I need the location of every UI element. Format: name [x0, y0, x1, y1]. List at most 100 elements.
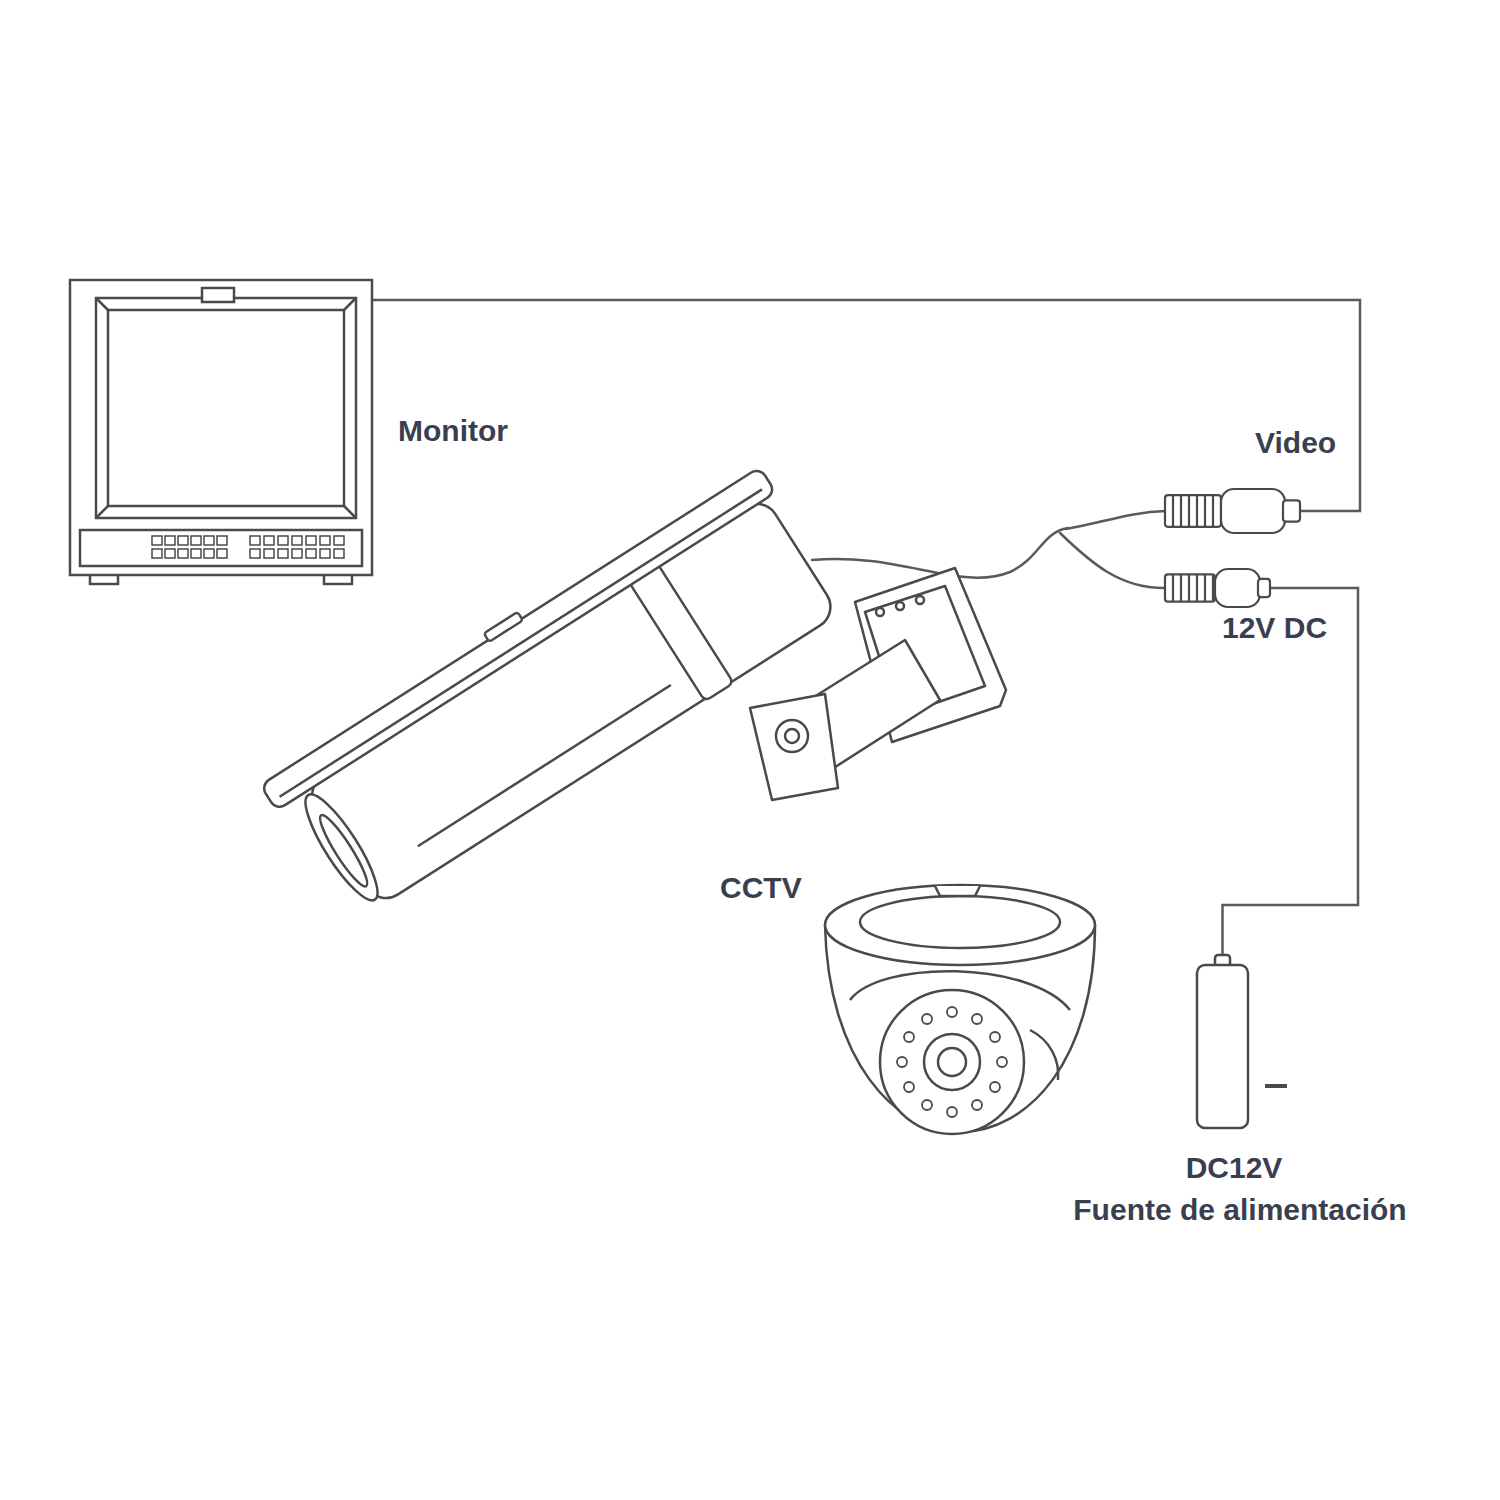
plug-ribbed	[1165, 495, 1221, 527]
power-supply-node: DC12VFuente de alimentación	[1195, 955, 1250, 1130]
monitor-button	[178, 536, 188, 545]
node-label: DC12V	[1186, 1150, 1283, 1186]
plug-rib	[1180, 574, 1182, 601]
monitor-tab	[202, 288, 234, 302]
monitor-button	[334, 536, 344, 545]
monitor-button	[165, 549, 175, 558]
monitor-button	[217, 536, 227, 545]
plug-rib	[1212, 495, 1214, 527]
monitor-node: Monitor	[70, 280, 372, 585]
plug-prong	[1265, 1084, 1287, 1088]
ir-led	[990, 1032, 1000, 1042]
cable-trunk	[812, 528, 1068, 578]
ir-led	[904, 1082, 914, 1092]
ir-led	[990, 1082, 1000, 1092]
power-supply-outline	[1197, 955, 1248, 1128]
dome-notch	[935, 886, 980, 896]
dc-connector	[1165, 569, 1270, 607]
plug-rib	[1172, 574, 1174, 601]
monitor-outline	[70, 280, 372, 584]
monitor-button	[178, 549, 188, 558]
control-panel	[80, 530, 362, 566]
monitor-bezel	[96, 298, 356, 518]
bracket-collar	[750, 694, 838, 800]
bracket-knob	[776, 720, 808, 752]
node-shape	[1195, 955, 1250, 1130]
ir-led	[947, 1007, 957, 1017]
shield-clip	[484, 612, 523, 642]
ir-led	[897, 1057, 907, 1067]
screen-bevel	[96, 298, 108, 310]
signal-wire	[1223, 588, 1359, 955]
ir-led	[947, 1107, 957, 1117]
monitor-button	[165, 536, 175, 545]
monitor-button	[306, 536, 316, 545]
monitor-button	[278, 549, 288, 558]
screen-bevel	[344, 298, 356, 310]
ir-led	[972, 1014, 982, 1024]
bracket-knob-center	[785, 729, 799, 743]
node-label: Video	[1255, 425, 1336, 461]
dome-camera	[825, 885, 1095, 1134]
monitor-button	[292, 536, 302, 545]
camera-label: CCTV	[720, 870, 802, 906]
plug-ribbed	[1165, 574, 1215, 601]
node-label: Monitor	[398, 413, 508, 449]
plug-nut	[1221, 489, 1285, 533]
supply-body	[1197, 965, 1248, 1128]
camera-cable	[812, 511, 1166, 588]
monitor-button	[152, 549, 162, 558]
dome-base	[825, 885, 1095, 965]
monitor-button	[191, 549, 201, 558]
ir-led	[904, 1032, 914, 1042]
monitor-case	[70, 280, 372, 575]
plug-rib	[1188, 574, 1190, 601]
node-label: 12V DC	[1222, 610, 1327, 646]
node-shape	[1165, 489, 1300, 533]
plug-rib	[1212, 574, 1214, 601]
ir-led	[972, 1100, 982, 1110]
power-connector-node: 12V DC	[1165, 569, 1270, 607]
video-connector-node: Video	[1165, 489, 1300, 533]
plug-rib	[1196, 574, 1198, 601]
monitor-button	[217, 549, 227, 558]
monitor-button	[191, 536, 201, 545]
ir-led	[922, 1014, 932, 1024]
camera-body	[304, 496, 839, 907]
node-shape	[1165, 569, 1270, 607]
camera-ring	[628, 562, 734, 702]
plug-tip	[1283, 500, 1300, 521]
monitor-button	[204, 536, 214, 545]
monitor-button	[250, 536, 260, 545]
monitor-button	[250, 549, 260, 558]
monitor-button	[320, 549, 330, 558]
power-lead	[1060, 533, 1166, 588]
camera-lens	[314, 811, 373, 890]
dome-lens-inner	[938, 1048, 966, 1076]
screw	[896, 602, 904, 610]
monitor-button	[152, 536, 162, 545]
plug-tip	[1258, 579, 1270, 597]
monitor-button	[306, 549, 316, 558]
plug-nut	[1215, 569, 1260, 607]
monitor-button	[320, 536, 330, 545]
plug-rib	[1196, 495, 1198, 527]
monitor-button	[204, 549, 214, 558]
ir-led	[922, 1100, 932, 1110]
plug-rib	[1172, 495, 1174, 527]
signal-wire	[372, 300, 1360, 511]
monitor-button	[334, 549, 344, 558]
node-shape	[70, 280, 372, 585]
screen-bevel	[96, 506, 108, 518]
plug-rib	[1204, 574, 1206, 601]
monitor-screen	[108, 310, 344, 506]
camera-body-line	[418, 685, 671, 846]
screw	[876, 608, 884, 616]
ir-leds	[897, 1007, 1007, 1117]
plug-rib	[1180, 495, 1182, 527]
dome-cable-exit	[1030, 1030, 1058, 1080]
ir-led	[997, 1057, 1007, 1067]
node-label: Fuente de alimentación	[1073, 1192, 1406, 1228]
